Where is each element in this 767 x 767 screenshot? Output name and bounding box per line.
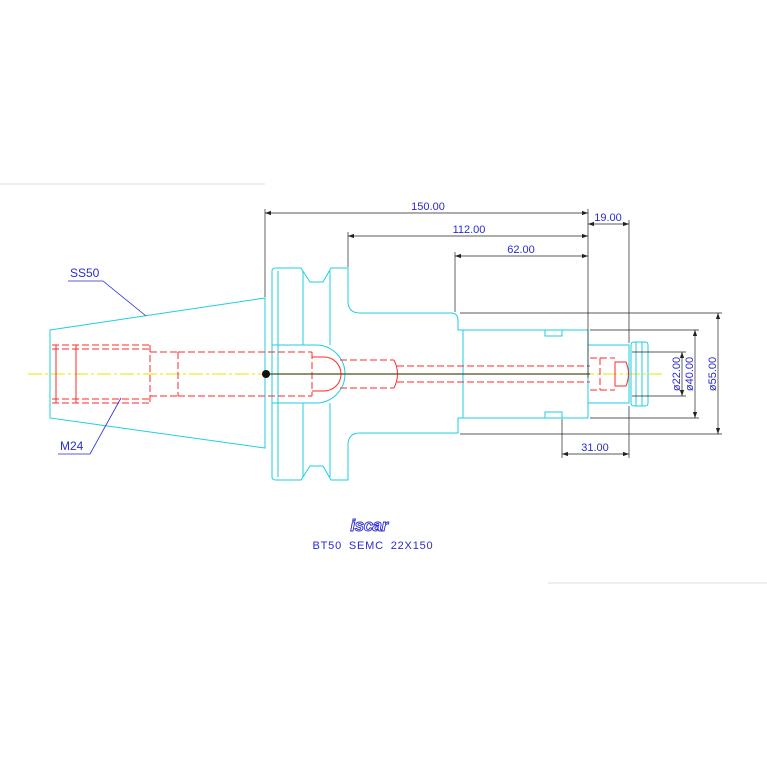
dim-31-label: 31.00 xyxy=(581,442,609,454)
thread-callout-label: M24 xyxy=(60,439,84,453)
dim-dia22-label: ø22.00 xyxy=(671,357,683,391)
drawing-title: BT50 SEMC 22X150 xyxy=(313,540,434,552)
dim-150-label: 150.00 xyxy=(411,201,445,213)
gauge-point xyxy=(262,370,270,378)
extension-lines xyxy=(264,209,722,458)
sheet-frame xyxy=(0,183,767,584)
taper-callout: SS50 xyxy=(68,266,147,317)
sleeve-marks xyxy=(544,330,563,418)
coolant-drill xyxy=(340,359,394,389)
thread-callout: M24 xyxy=(58,397,122,455)
fine-drill xyxy=(397,365,590,383)
flange-and-shank xyxy=(271,267,589,481)
dimension-lines xyxy=(265,210,721,457)
clamp-screw-head xyxy=(630,341,649,407)
brand-logo: iscar xyxy=(350,516,389,535)
thread-relief xyxy=(55,345,77,403)
taper-callout-label: SS50 xyxy=(70,266,100,280)
screw-bore xyxy=(590,357,615,391)
dimension-labels: 150.00 19.00 112.00 62.00 31.00 ø22.00 ø… xyxy=(411,201,719,454)
dim-19-label: 19.00 xyxy=(594,212,622,224)
taper-cone xyxy=(49,297,266,449)
counterbore xyxy=(150,351,179,397)
v-groove-edges xyxy=(302,271,331,477)
dim-dia55-label: ø55.00 xyxy=(707,357,719,391)
dim-112-label: 112.00 xyxy=(453,224,486,236)
clamp-screw xyxy=(614,361,629,387)
dim-62-label: 62.00 xyxy=(507,244,535,256)
dim-dia40-label: ø40.00 xyxy=(684,357,696,391)
